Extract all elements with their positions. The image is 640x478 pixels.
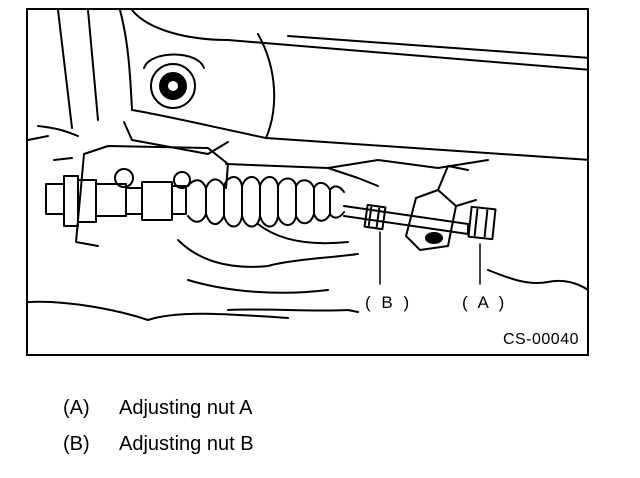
cable-assembly-drawing — [28, 10, 587, 321]
pivot-boss — [143, 53, 205, 109]
cable-end-fitting — [45, 175, 187, 227]
legend-item: (B) Adjusting nut B — [63, 426, 254, 462]
figure-code: CS-00040 — [502, 331, 579, 348]
legend-key: (A) — [63, 396, 90, 419]
cable-rod — [343, 205, 469, 235]
adjusting-nut-b — [363, 203, 387, 231]
legend: (A) Adjusting nut A (B) Adjusting nut B — [63, 390, 254, 462]
callout-label-a: ( A ) — [462, 293, 508, 312]
clevis-bracket — [405, 165, 477, 251]
figure-frame: ( B ) ( A ) CS-00040 — [26, 8, 589, 356]
bracket — [75, 145, 489, 247]
rubber-boot — [187, 176, 345, 228]
upper-housing — [37, 10, 587, 161]
callout-label-b: ( B ) — [365, 293, 413, 312]
leader-lines — [379, 231, 481, 285]
legend-key: (B) — [63, 432, 90, 455]
lower-chassis — [28, 135, 587, 321]
legend-text: Adjusting nut A — [119, 396, 253, 419]
legend-text: Adjusting nut B — [119, 432, 254, 455]
adjusting-nut-a — [467, 205, 497, 241]
legend-item: (A) Adjusting nut A — [63, 390, 254, 426]
